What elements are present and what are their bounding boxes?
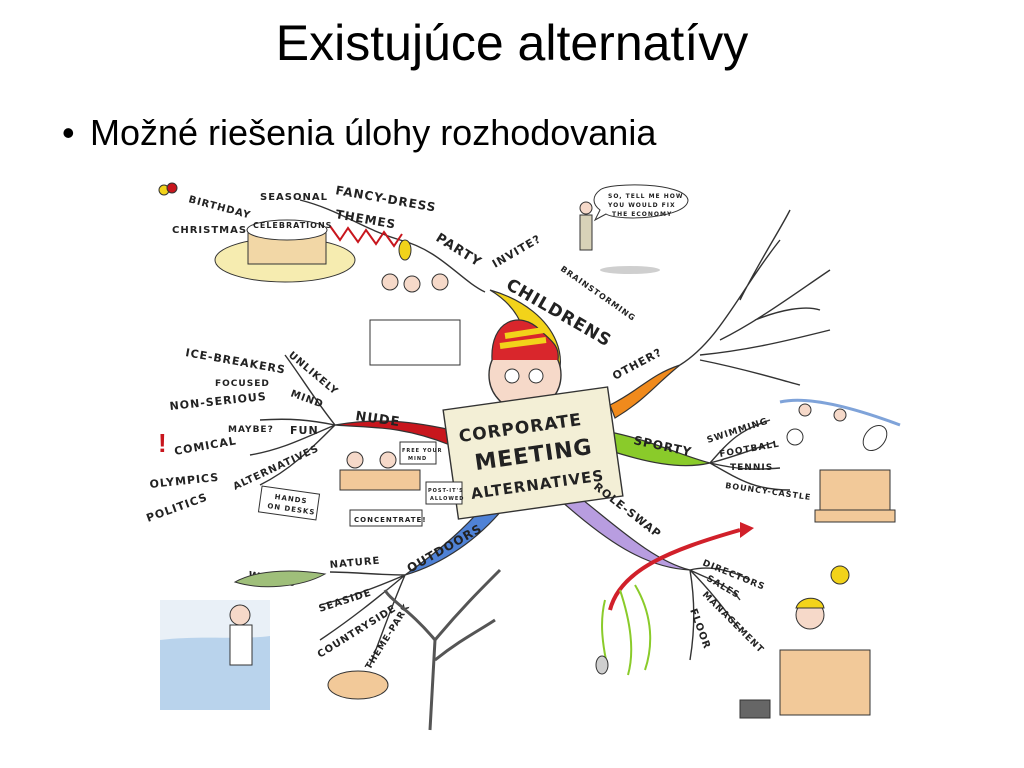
label-ice-breakers: ICE-BREAKERS — [184, 346, 286, 376]
speech-line-3: THE ECONOMY — [612, 211, 672, 218]
label-nature: NATURE — [329, 556, 381, 571]
branch-sporty-shape — [607, 431, 711, 467]
speech-line-2: YOU WOULD FIX — [607, 202, 676, 209]
branch-nude-shape — [334, 420, 462, 446]
label-christmas: CHRISTMAS — [172, 225, 247, 236]
label-party: PARTY — [433, 231, 484, 271]
exclamation-mark: ! — [158, 428, 167, 458]
label-non-serious: NON-SERIOUS — [169, 390, 267, 413]
label-birthday: BIRTHDAY — [187, 194, 252, 221]
label-mind-note: MIND — [408, 456, 427, 462]
label-seasonal: SEASONAL — [260, 192, 328, 203]
speech-line-1: SO, TELL ME HOW — [608, 193, 683, 200]
branch-other-shape — [609, 364, 681, 419]
label-football: FOOTBALL — [719, 440, 781, 460]
center-sign: CORPORATE MEETING ALTERNATIVES — [442, 319, 624, 520]
slide-title: Existujúce alternatívy — [275, 15, 749, 71]
label-maybe: MAYBE? — [228, 425, 274, 435]
branch-roleswap-shape — [559, 489, 691, 571]
label-concentrate: CONCENTRATE! — [354, 516, 427, 524]
label-olympics: OLYMPICS — [149, 471, 220, 491]
label-focused: FOCUSED — [215, 379, 270, 389]
label-themes: THEMES — [334, 207, 397, 231]
label-seaside: SEASIDE — [318, 587, 374, 614]
bullet-text: Možné riešenia úlohy rozhodovania — [90, 112, 657, 153]
label-mind: MIND — [289, 388, 325, 410]
label-alternatives: ALTERNATIVES — [232, 443, 321, 492]
label-tennis: TENNIS — [730, 463, 773, 473]
label-bouncy-castle: BOUNCY-CASTLE — [725, 481, 812, 502]
label-allowed: ALLOWED — [430, 496, 464, 502]
mind-map-illustration: CORPORATE MEETING ALTERNATIVES CHILDRENS… — [145, 182, 901, 731]
label-outdoors: OUTDOORS — [405, 521, 485, 575]
label-invite: INVITE? — [490, 232, 544, 270]
label-floor: FLOOR — [687, 607, 712, 651]
label-fun: FUN — [290, 424, 319, 437]
bullet-item: • Možné riešenia úlohy rozhodovania — [62, 112, 656, 154]
label-post-its: POST-IT'S — [428, 488, 464, 494]
label-celebrations: CELEBRATIONS — [253, 221, 332, 230]
label-comical: COMICAL — [173, 434, 237, 458]
bullet-dot: • — [62, 112, 75, 153]
label-nude: NUDE — [354, 409, 401, 430]
label-politics: POLITICS — [145, 491, 210, 525]
label-swimming: SWIMMING — [706, 417, 770, 446]
label-free-your: FREE YOUR — [402, 448, 442, 454]
